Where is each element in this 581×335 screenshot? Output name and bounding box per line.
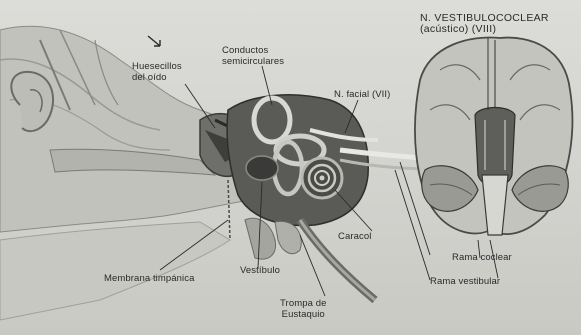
label-canals-line1: Conductos	[222, 45, 268, 56]
inner-ear	[227, 95, 378, 226]
label-facial-nerve: N. facial (VII)	[334, 89, 390, 100]
lower-structures	[245, 218, 301, 259]
label-cochlea: Caracol	[338, 231, 371, 242]
label-ossicles-line2: del oído	[132, 72, 167, 83]
label-semicircular-canals: Conductos semicirculares	[222, 45, 284, 67]
brain-inferior-view	[415, 37, 572, 235]
label-vestibulocochlear-nerve: N. VESTIBULOCOCLEAR (acústico) (VIII)	[420, 13, 549, 35]
label-vestibulocochlear-line2: (acústico) (VIII)	[420, 23, 496, 35]
label-ossicles-line1: Huesecillos	[132, 61, 182, 72]
label-vestibule: Vestíbulo	[240, 265, 280, 276]
label-canals-line2: semicirculares	[222, 56, 284, 67]
label-cochlear-branch: Rama coclear	[452, 252, 512, 263]
label-eustachian-line2: Eustaquio	[282, 309, 325, 320]
cochlea-shape	[302, 158, 342, 198]
label-ossicles: Huesecillos del oído	[132, 61, 182, 83]
label-eustachian-tube: Trompa de Eustaquio	[280, 298, 326, 320]
vestibule-shape	[246, 156, 278, 180]
label-vestibular-branch: Rama vestibular	[430, 276, 500, 287]
label-eustachian-line1: Trompa de	[280, 298, 326, 309]
label-tympanic-membrane: Membrana timpánica	[104, 273, 195, 284]
